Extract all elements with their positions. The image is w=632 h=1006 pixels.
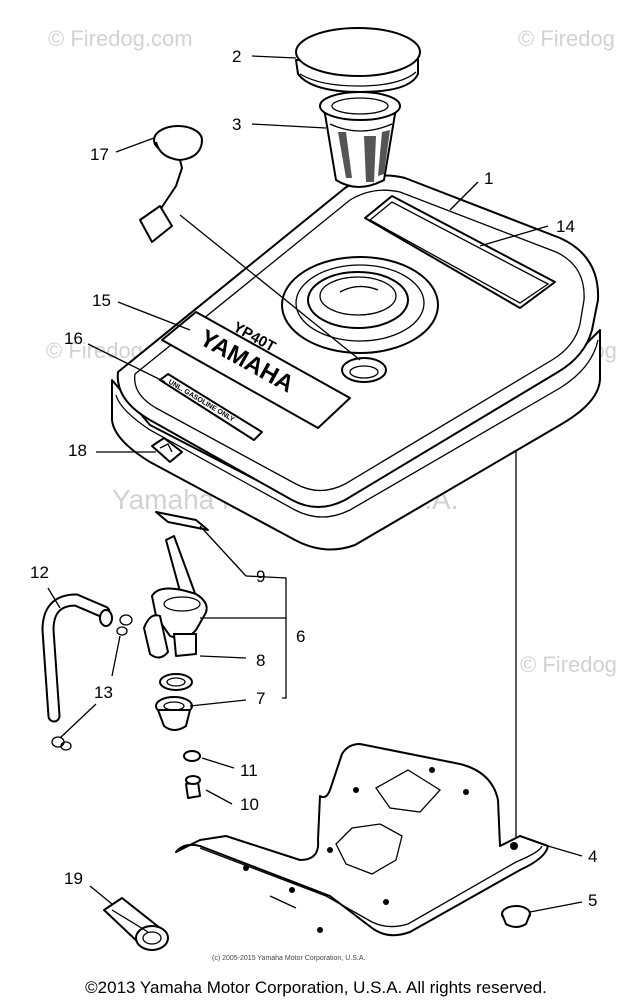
callout-8: 8 [256, 651, 266, 670]
callout-2: 2 [232, 47, 242, 66]
callout-3: 3 [232, 115, 242, 134]
callout-11: 11 [240, 761, 258, 780]
watermark-lower-right: © Firedog [520, 652, 617, 677]
gasket [155, 511, 209, 531]
washer [183, 750, 201, 762]
watermark-top-right: © Firedog [518, 26, 615, 51]
callout-7: 7 [256, 689, 266, 708]
callout-18: 18 [68, 441, 87, 460]
fuel-cap [295, 27, 421, 93]
callout-14: 14 [556, 217, 575, 236]
copyright-footer: ©2013 Yamaha Motor Corporation, U.S.A. A… [85, 978, 547, 997]
callout-19: 19 [64, 869, 83, 888]
callout-13: 13 [94, 683, 113, 702]
callout-16: 16 [64, 329, 83, 348]
fuel-cock [143, 535, 208, 659]
fuel-strainer [319, 91, 401, 188]
callout-4: 4 [588, 847, 598, 866]
watermark-top-left: © Firedog.com [48, 26, 193, 51]
fuel-cup [155, 696, 193, 731]
hose-clip-lower [51, 736, 72, 751]
screw [185, 775, 201, 799]
callout-17: 17 [90, 145, 109, 164]
hose-clamp [103, 897, 169, 951]
small-credit: (c) 2005-2015 Yamaha Motor Corporation, … [212, 955, 366, 962]
callout-9: 9 [256, 567, 266, 586]
callout-12: 12 [30, 563, 49, 582]
hose-clip-upper [116, 614, 133, 636]
fuel-gauge [139, 125, 203, 243]
tank-bracket [175, 743, 549, 937]
callout-6: 6 [296, 627, 306, 646]
callout-5: 5 [588, 891, 598, 910]
damper [501, 905, 531, 928]
callout-15: 15 [92, 291, 111, 310]
callout-1: 1 [484, 169, 494, 188]
callout-10: 10 [240, 795, 259, 814]
o-ring [159, 673, 193, 691]
